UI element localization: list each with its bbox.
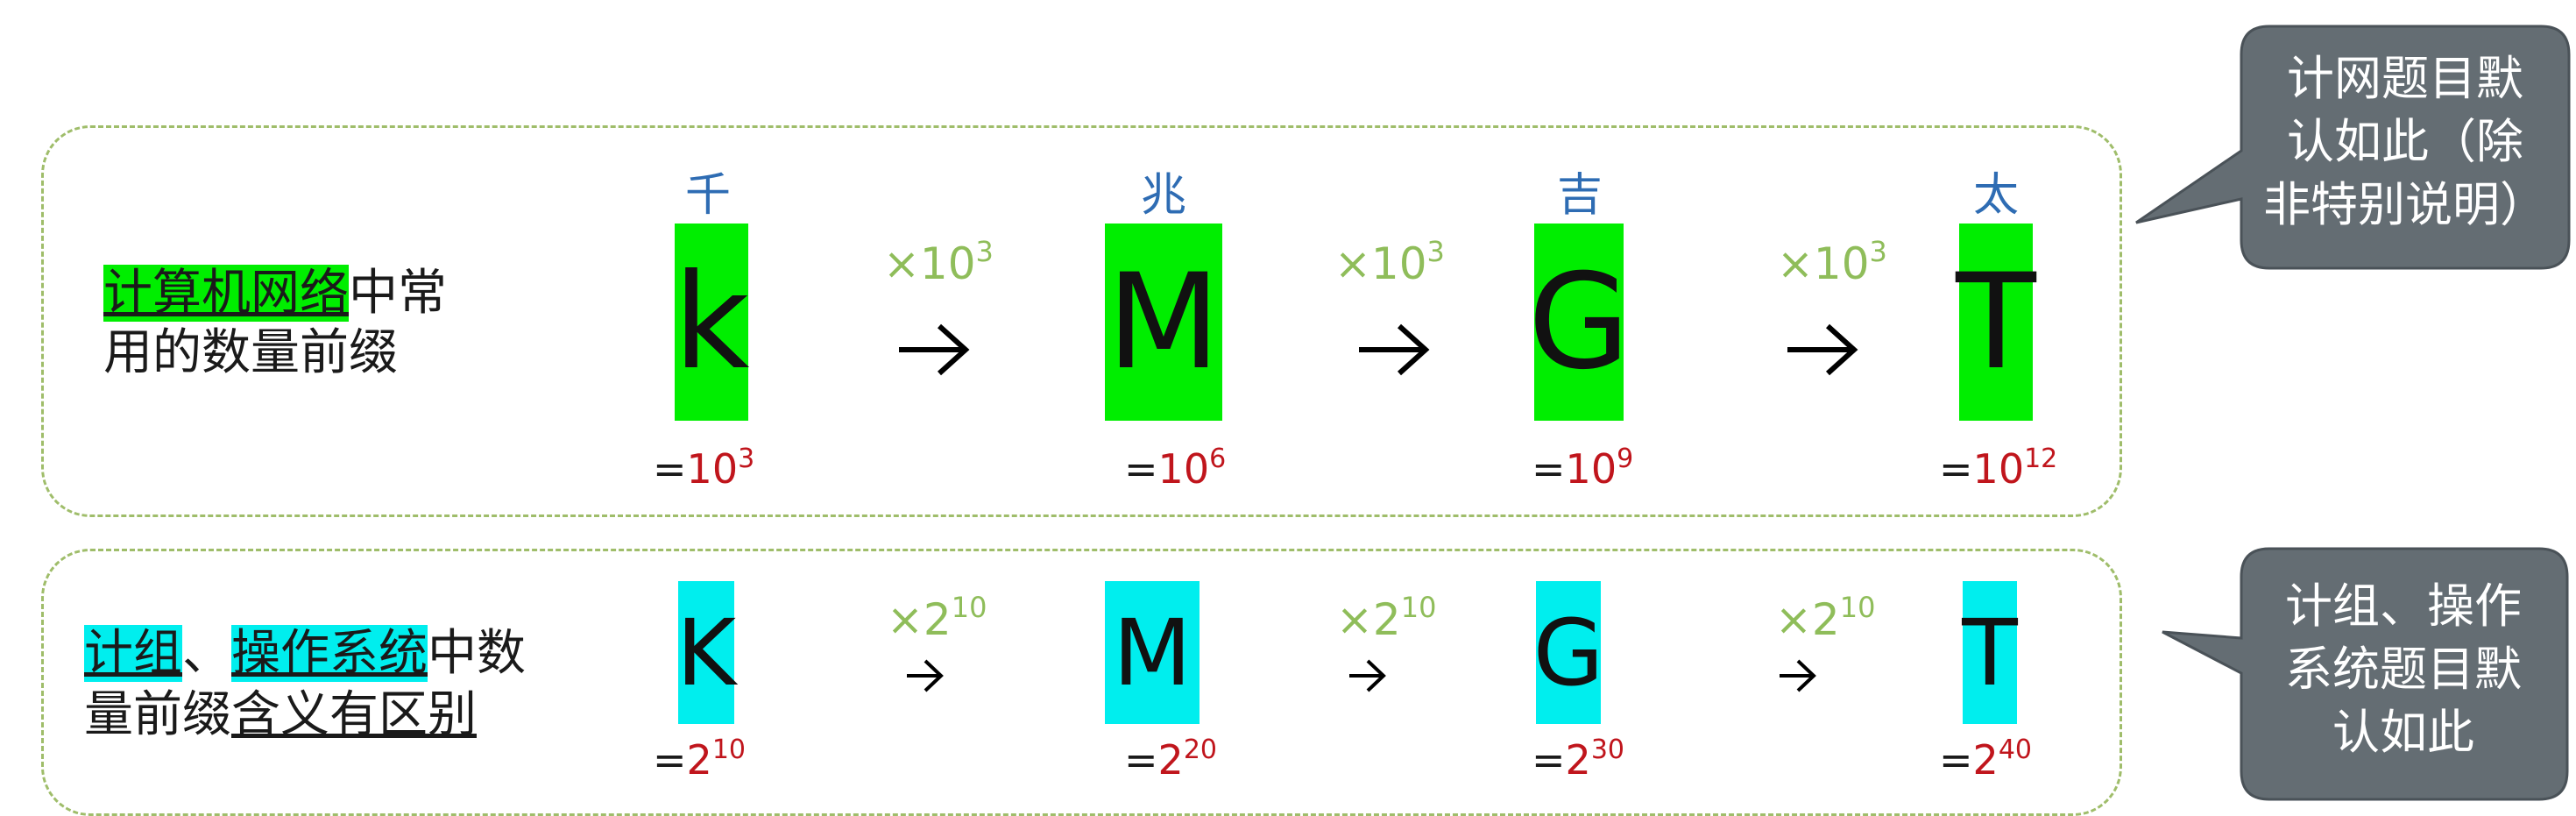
multiplier-symbol: × [887,594,924,645]
prefix-value-G-binary: =230 [1532,734,1625,784]
equals-sign: = [653,736,687,784]
multiplier-base: 2 [1372,594,1401,645]
bottom-label-plain: 量前缀 [84,686,231,743]
prefix-letter-G: G [1532,599,1604,706]
callout-bottom-text: 计组、操作 系统题目默 认如此 [2285,578,2522,760]
prefix-value-M-binary: =220 [1124,734,1218,784]
multiplier-label: ×210 [887,591,987,645]
prefix-box-K-binary: K [676,581,737,724]
prefix-box-M: M [1105,224,1222,421]
value-base: 2 [686,736,712,784]
multiplier-exponent: 3 [975,235,994,268]
value-base: 2 [1157,736,1184,784]
multiplier-symbol: × [1777,238,1814,289]
multiplier-exponent: 3 [1869,235,1887,268]
top-label-rest: 中常 [349,265,447,322]
multiplier-symbol: × [1334,238,1371,289]
multiplier-exponent: 3 [1426,235,1445,268]
bottom-label-line1: 计组、操作系统中数 [84,625,526,683]
prefix-letter-T: T [1962,599,2018,706]
multiplier-exponent: 10 [1400,591,1437,624]
equals-sign: = [1532,445,1566,493]
multiplier-label: ×103 [883,235,994,289]
multiplier-symbol: × [1336,594,1373,645]
prefix-box-G: G [1528,224,1630,421]
prefix-letter-K: K [676,599,737,706]
prefix-value-T-binary: =240 [1939,734,2033,784]
value-base: 10 [1565,445,1617,493]
equals-sign: = [1939,445,1973,493]
prefix-box-T-binary: T [1962,581,2018,724]
prefix-letter-T: T [1956,245,2036,399]
top-label-line1: 计算机网络中常 [103,265,447,323]
bottom-label-highlight-os: 操作系统 [231,625,428,682]
prefix-box-k: k [673,224,750,421]
equals-sign: = [1124,736,1158,784]
multiplier-base: 10 [919,238,976,289]
prefix-value-K-binary: =210 [653,734,747,784]
multiplier-exponent: 10 [1839,591,1876,624]
bottom-label-line2: 量前缀含义有区别 [84,686,477,744]
value-exponent: 9 [1617,443,1634,474]
multiplier-base: 2 [923,594,952,645]
prefix-value-giga: =109 [1532,443,1634,493]
multiplier-base: 2 [1811,594,1840,645]
prefix-letter-M: M [1107,245,1221,399]
equals-sign: = [653,445,687,493]
callout-top-text: 计网题目默 认如此（除 非特别说明） [2263,51,2547,232]
top-label-line2: 用的数量前缀 [103,324,398,381]
multiplier-symbol: × [1775,594,1812,645]
value-exponent: 6 [1209,443,1227,474]
prefix-value-kilo: =103 [653,443,755,493]
value-exponent: 3 [738,443,755,474]
multiplier-exponent: 10 [951,591,987,624]
prefix-letter-k: k [673,245,750,399]
multiplier-label: ×210 [1336,591,1437,645]
value-exponent: 30 [1590,734,1625,765]
speech-bubble-top [2135,25,2571,270]
right-arrow-icon [1349,659,1386,692]
prefix-box-T: T [1956,224,2036,421]
value-base: 2 [1972,736,1999,784]
right-arrow-icon [1359,323,1430,376]
value-exponent: 20 [1183,734,1218,765]
right-arrow-icon [1780,659,1816,692]
value-base: 10 [1972,445,2025,493]
prefix-chinese-kilo: 千 [684,169,731,222]
prefix-value-mega: =106 [1124,443,1227,493]
prefix-chinese-giga: 吉 [1556,169,1603,222]
multiplier-base: 10 [1370,238,1427,289]
multiplier-base: 10 [1813,238,1870,289]
multiplier-symbol: × [883,238,920,289]
value-exponent: 40 [1998,734,2033,765]
value-exponent: 10 [711,734,747,765]
right-arrow-icon [907,659,944,692]
multiplier-label: ×103 [1777,235,1887,289]
value-base: 2 [1565,736,1591,784]
prefix-chinese-tera: 太 [1972,169,2019,222]
prefix-value-tera: =1012 [1939,443,2058,493]
prefix-box-G-binary: G [1532,581,1604,724]
prefix-letter-M: M [1113,599,1192,706]
bottom-label-rest: 中数 [428,625,526,682]
right-arrow-icon [899,323,970,376]
multiplier-label: ×103 [1334,235,1445,289]
bottom-label-highlight-jizu: 计组 [84,625,182,682]
right-arrow-icon [1787,323,1858,376]
value-exponent: 12 [2024,443,2058,474]
bottom-label-sep: 、 [182,625,231,682]
bottom-label-underlined: 含义有区别 [231,686,477,743]
prefix-chinese-mega: 兆 [1140,169,1186,222]
equals-sign: = [1939,736,1973,784]
prefix-letter-G: G [1527,245,1631,399]
prefix-box-M-binary: M [1105,581,1200,724]
top-panel [41,125,2122,517]
speech-bubble-bottom [2162,547,2569,801]
top-label-highlight: 计算机网络 [103,265,349,322]
equals-sign: = [1124,445,1158,493]
equals-sign: = [1532,736,1566,784]
value-base: 10 [1157,445,1210,493]
value-base: 10 [686,445,739,493]
multiplier-label: ×210 [1775,591,1876,645]
